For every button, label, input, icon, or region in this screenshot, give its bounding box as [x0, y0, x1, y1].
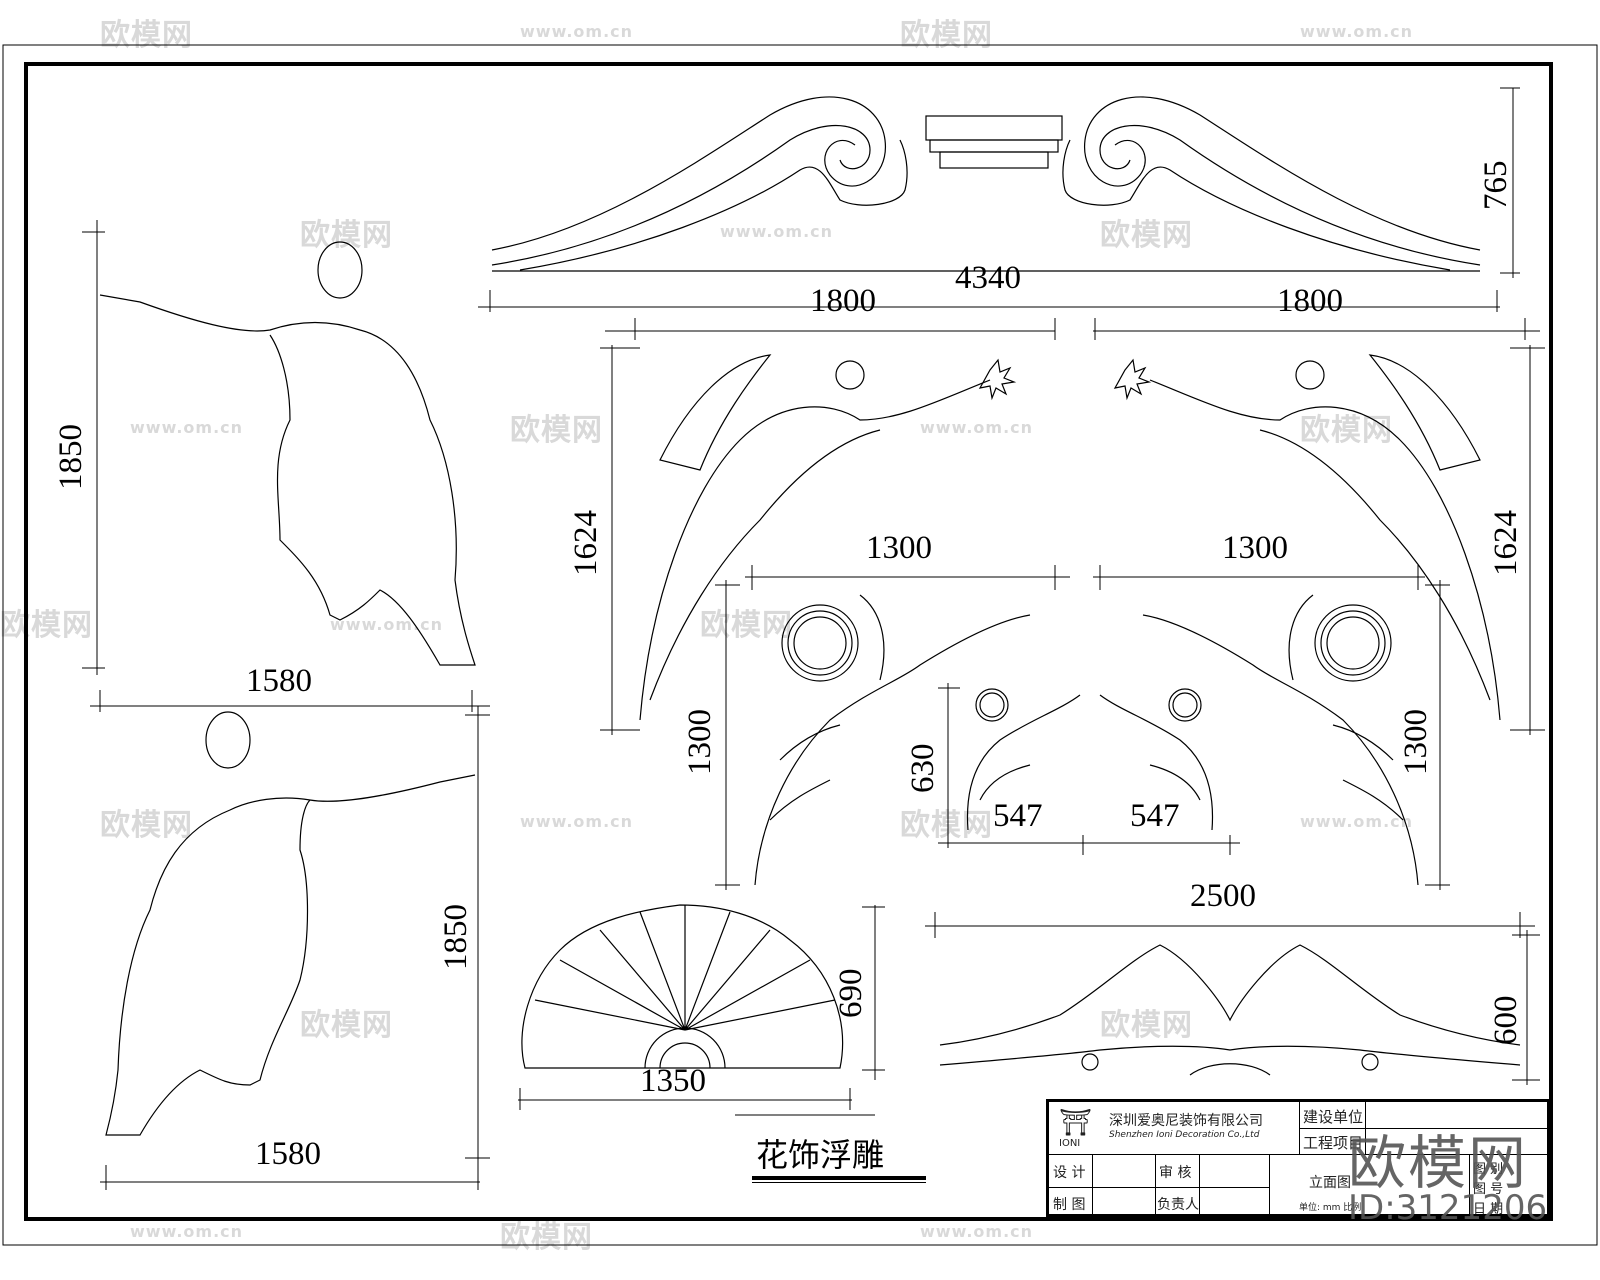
dim-corner-right-height: 1300 — [1398, 709, 1434, 775]
sheet-number-label: 图 号 — [1473, 1182, 1504, 1197]
watermark-url: www.om.cn — [1300, 812, 1414, 831]
company-name-en: Shenzhen Ioni Decoration Co.,Ltd — [1109, 1130, 1260, 1140]
company-name-cn: 深圳爱奥尼装饰有限公司 — [1109, 1113, 1263, 1129]
dim-shell-width: 1350 — [640, 1063, 706, 1099]
dim-garland-width: 2500 — [1190, 878, 1256, 914]
dim-garland-height: 600 — [1488, 995, 1524, 1046]
shell-fan-drawing — [521, 904, 844, 1069]
watermark-url: www.om.cn — [720, 222, 834, 241]
dim-corner-left-height: 1300 — [682, 709, 718, 775]
dim-angel-left-width: 1800 — [810, 283, 876, 319]
watermark-url: www.om.cn — [920, 418, 1034, 437]
drawing-title: 花饰浮雕 — [756, 1136, 885, 1174]
watermark-id: ID:3121206 — [1348, 1188, 1548, 1228]
dim-shell-height: 690 — [833, 968, 869, 1019]
dim-small-corner-height: 630 — [905, 743, 941, 794]
watermark-logo: 欧模网 — [900, 808, 993, 843]
responsible-label: 负责人 — [1157, 1197, 1199, 1213]
small-corner-left-drawing — [966, 688, 1081, 831]
review-label: 审 核 — [1159, 1165, 1192, 1181]
dim-figure-top-height: 1850 — [53, 424, 89, 490]
dim-figure-bottom-width: 1580 — [255, 1136, 321, 1172]
watermark-url: www.om.cn — [330, 615, 444, 634]
date-label: 日 期 — [1473, 1202, 1504, 1217]
watermark-url: www.om.cn — [130, 1222, 244, 1241]
dim-angel-left-height: 1624 — [568, 510, 604, 576]
small-corner-right-drawing — [1099, 688, 1214, 831]
watermark-url: www.om.cn — [520, 22, 634, 41]
watermark-url: www.om.cn — [920, 1222, 1034, 1241]
title-underline — [752, 1176, 926, 1180]
design-label: 设 计 — [1053, 1165, 1086, 1181]
dim-angel-right-height: 1624 — [1488, 510, 1524, 576]
watermark-logo: 欧模网 — [100, 808, 193, 843]
watermark-logo: 欧模网 — [1100, 218, 1193, 253]
watermark-big-logo: 欧模网 — [1348, 1129, 1529, 1197]
project-label: 工程项目 — [1303, 1134, 1364, 1152]
angel-left-drawing — [639, 354, 1017, 721]
drawing-category-label: 图 别 — [1473, 1162, 1504, 1177]
watermark-url: www.om.cn — [1300, 22, 1414, 41]
watermark-logo: 欧模网 — [1100, 1008, 1193, 1043]
ionic-capital-logo-icon: ⛩ — [1059, 1108, 1093, 1138]
view-label: 立面图 — [1309, 1175, 1351, 1191]
dim-small-corner-right-width: 547 — [1130, 798, 1180, 834]
watermark-logo: 欧模网 — [100, 18, 193, 53]
dim-corner-right-width: 1300 — [1222, 530, 1288, 566]
watermark-logo: 欧模网 — [0, 608, 93, 643]
watermark-logo: 欧模网 — [300, 1008, 393, 1043]
construction-unit-label: 建设单位 — [1303, 1108, 1364, 1126]
watermark-url: www.om.cn — [130, 418, 244, 437]
watermark-logo: 欧模网 — [500, 1220, 593, 1255]
dim-pediment-height: 765 — [1478, 160, 1514, 211]
seated-figure-top-drawing — [99, 241, 476, 666]
dim-figure-top-width: 1580 — [246, 663, 312, 699]
unit-scale-label: 单位: mm 比例 — [1299, 1203, 1362, 1213]
dim-small-corner-left-width: 547 — [993, 798, 1043, 834]
watermark-logo: 欧模网 — [900, 18, 993, 53]
corner-ornament-left-drawing — [754, 594, 1031, 886]
watermark-logo: 欧模网 — [510, 413, 603, 448]
dim-angel-right-width: 1800 — [1277, 283, 1343, 319]
pediment-scroll-drawing — [491, 96, 1481, 272]
watermark-logo: 欧模网 — [300, 218, 393, 253]
watermark-logo: 欧模网 — [1300, 413, 1393, 448]
logo-label: IONI — [1059, 1138, 1081, 1149]
dim-pediment-width: 4340 — [955, 260, 1021, 296]
watermark-logo: 欧模网 — [700, 608, 793, 643]
title-underline-thin — [752, 1182, 926, 1183]
corner-ornament-right-drawing — [1142, 594, 1419, 886]
drawing-by-label: 制 图 — [1053, 1197, 1086, 1213]
watermark-url: www.om.cn — [520, 812, 634, 831]
seated-figure-bottom-drawing — [105, 711, 476, 1136]
dim-figure-bottom-height: 1850 — [438, 904, 474, 970]
title-block: ⛩ IONI 深圳爱奥尼装饰有限公司 Shenzhen Ioni Decorat… — [1046, 1099, 1550, 1217]
dim-corner-left-width: 1300 — [866, 530, 932, 566]
angel-right-drawing — [1113, 354, 1501, 721]
garland-ornament-drawing — [939, 944, 1521, 1076]
